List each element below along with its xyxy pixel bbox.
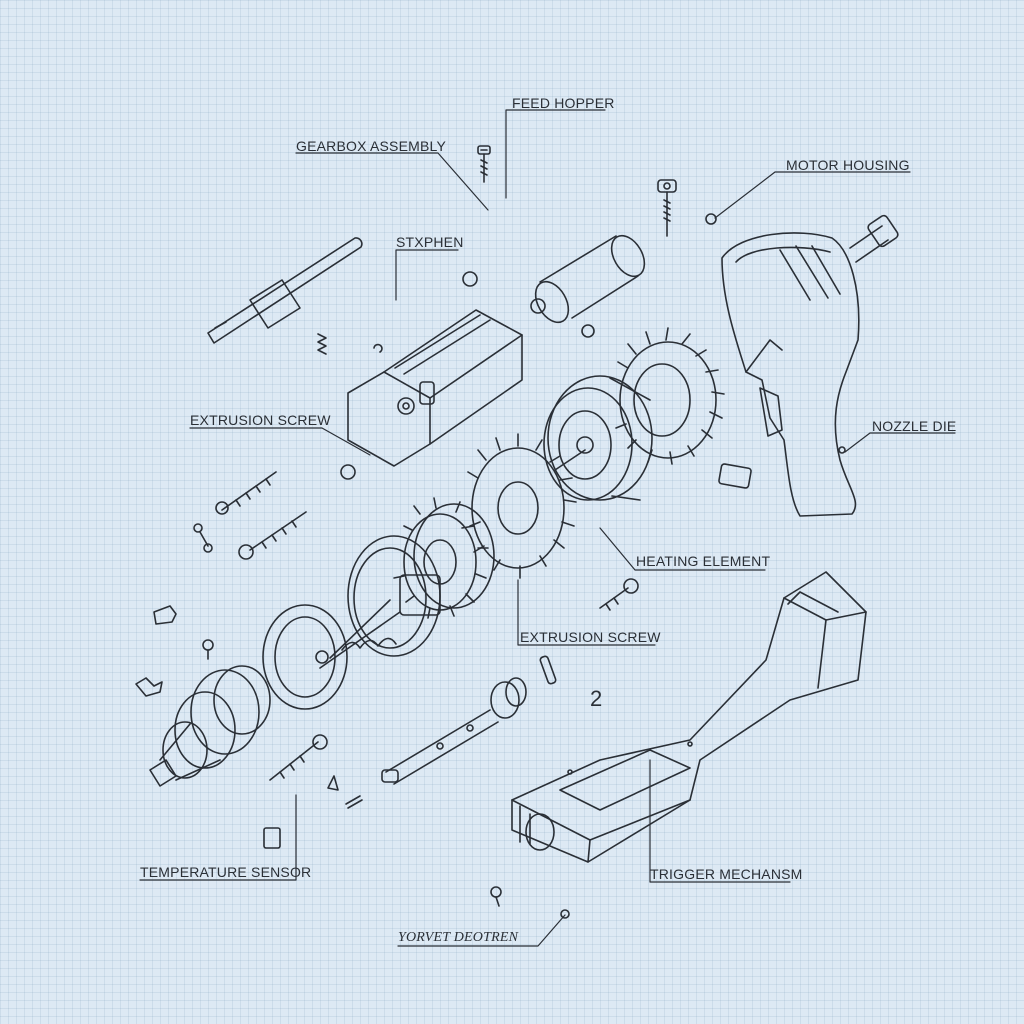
label-extrusion-screw-2: EXTRUSION SCREW [520,629,661,645]
nozzle-cone [149,665,271,787]
label-trigger-mechanism: TRIGGER MECHANSM [650,866,803,882]
gearbox-housing [347,309,523,467]
screw-left-small [202,639,214,660]
cone-tip [327,775,339,791]
screw-bottom [490,886,502,907]
leader-gearbox [295,152,489,211]
leader-stxphen [395,249,459,301]
leader-feed-hopper [505,109,606,199]
bracket-left [153,605,177,625]
label-feed-hopper: FEED HOPPER [512,95,615,111]
grip-housing [721,214,899,517]
washer-small-4 [340,464,356,480]
spring-small [317,333,327,355]
leader-trigger [649,759,791,883]
connector-block [718,463,752,489]
motor-cylinder [530,234,646,324]
washer-small-3 [581,324,595,338]
leader-motor-housing [714,171,911,219]
screw-top [477,145,491,183]
leader-extrusion-screw-2 [517,579,656,646]
bolt-long-2 [238,511,307,560]
pin-small [539,655,557,685]
gear-large [461,433,586,579]
leader-lines [139,109,956,947]
bolt-long-3 [269,734,328,781]
figure-number: 2 [590,686,603,711]
clip-left [135,677,163,697]
label-yorvet-deotren: YORVET DEOTREN [398,930,519,945]
label-stxphen: STXPHEN [396,234,464,250]
drive-rod [381,677,527,785]
auger-screw [315,599,401,669]
screw-left-small-2 [193,523,213,553]
washer-small-2 [462,271,478,287]
label-extrusion-screw-1: EXTRUSION SCREW [190,412,331,428]
sensor-chip [263,827,281,849]
gear-small-stack [393,497,495,619]
label-heating-element: HEATING ELEMENT [636,553,771,569]
bolt-long-1 [215,471,277,515]
label-motor-housing: MOTOR HOUSING [786,157,910,173]
drive-shaft-top-left [207,237,363,344]
leader-yorvet [397,914,566,947]
bolt-heating [599,578,639,611]
label-temperature-sensor: TEMPERATURE SENSOR [140,864,312,880]
washer-small-1 [705,213,717,225]
screw-motor [657,179,677,237]
leader-heating-element [599,527,766,571]
label-nozzle-die: NOZZLE DIE [872,418,957,434]
clip-small [373,343,383,353]
stator-rotor [615,327,725,465]
leader-temperature-sensor [139,794,297,881]
label-gearbox-assembly: GEARBOX ASSEMBLY [296,138,446,154]
flange-disc [347,535,441,657]
washer-bottom [560,909,570,919]
leader-nozzle-die [844,432,956,453]
main-body-casing [511,571,867,863]
spring-lower [345,795,363,809]
leader-extrusion-screw-1 [189,427,371,456]
